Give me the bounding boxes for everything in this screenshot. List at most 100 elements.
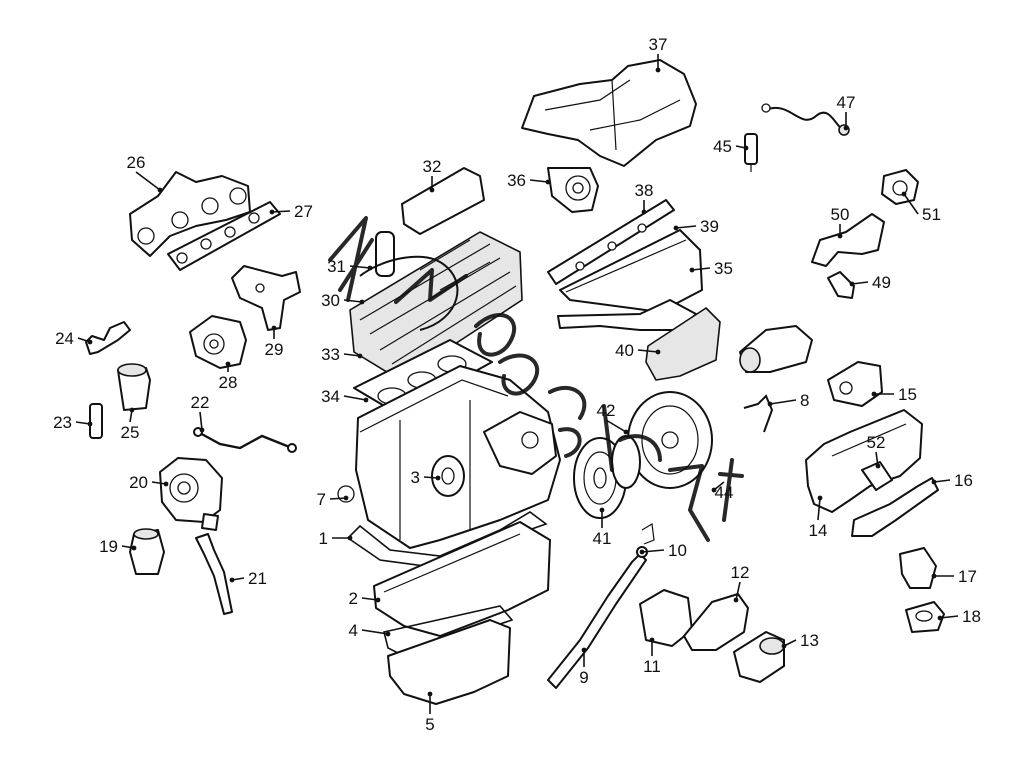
leader-dot-24 — [87, 339, 93, 345]
callout-label-14: 14 — [809, 521, 828, 540]
leader-dot-35 — [689, 267, 695, 273]
callout-label-3: 3 — [411, 468, 420, 487]
leader-dot-21 — [229, 577, 235, 583]
part-oil-cooler — [683, 593, 749, 651]
callout-label-20: 20 — [129, 473, 148, 492]
callout-label-10: 10 — [668, 541, 687, 560]
part-thermostat-housing — [881, 169, 919, 205]
part-water-pump — [189, 315, 247, 369]
leader-line-14 — [817, 497, 821, 521]
callout-label-11: 11 — [643, 657, 661, 676]
leader-dot-8 — [767, 401, 773, 407]
part-sensor-wire — [761, 103, 850, 136]
leader-dot-34 — [363, 397, 369, 403]
part-oil-pan-lower — [387, 619, 511, 705]
part-fuel-filter — [117, 363, 151, 411]
leader-dot-16 — [931, 479, 937, 485]
leader-line-18 — [939, 615, 959, 619]
callout-label-15: 15 — [898, 385, 917, 404]
callout-label-22: 22 — [191, 393, 210, 412]
leader-dot-42 — [623, 429, 629, 435]
leader-dot-27 — [269, 209, 275, 215]
callout-label-28: 28 — [219, 373, 238, 392]
part-injection-pump — [483, 411, 557, 475]
leader-dot-5 — [427, 691, 433, 697]
leader-dot-29 — [271, 325, 277, 331]
callout-label-8: 8 — [800, 391, 809, 410]
part-coolant-hose-upper — [811, 213, 885, 267]
leader-dot-1 — [347, 535, 353, 541]
leader-dot-39 — [673, 225, 679, 231]
callout-label-51: 51 — [922, 205, 941, 224]
leader-line-30 — [343, 299, 363, 303]
leader-dot-44 — [711, 487, 717, 493]
part-engine-bracket — [231, 265, 301, 331]
leader-dot-40 — [655, 349, 661, 355]
leader-dot-19 — [131, 545, 137, 551]
leader-dot-10 — [639, 549, 645, 555]
leader-dot-3 — [435, 475, 441, 481]
leader-line-2 — [361, 597, 379, 601]
leader-line-51 — [903, 193, 919, 215]
part-starter-motor — [739, 325, 813, 373]
part-engine-cover — [521, 59, 697, 167]
leader-dot-47 — [843, 125, 849, 131]
callout-label-50: 50 — [831, 205, 850, 224]
callout-label-52: 52 — [867, 433, 886, 452]
leader-dot-38 — [641, 209, 647, 215]
leader-dot-12 — [733, 597, 739, 603]
leader-dot-4 — [385, 631, 391, 637]
callout-label-49: 49 — [872, 273, 891, 292]
callout-labels: 1234578910111213141516171819202122232425… — [53, 35, 981, 734]
watermark — [328, 216, 744, 542]
callout-label-7: 7 — [317, 490, 326, 509]
leader-dot-45 — [743, 145, 749, 151]
callout-label-39: 39 — [700, 217, 719, 236]
callout-label-17: 17 — [958, 567, 977, 586]
leader-line-35 — [691, 267, 711, 271]
callout-label-1: 1 — [319, 529, 328, 548]
leader-dot-49 — [849, 281, 855, 287]
callout-label-45: 45 — [713, 137, 732, 156]
callout-label-38: 38 — [635, 181, 654, 200]
leader-line-40 — [637, 349, 659, 353]
leader-dot-31 — [367, 265, 373, 271]
callout-label-42: 42 — [597, 401, 616, 420]
callout-label-34: 34 — [321, 387, 340, 406]
leader-dot-13 — [781, 643, 787, 649]
part-oil-pan-upper — [373, 521, 551, 637]
callout-label-2: 2 — [349, 589, 358, 608]
callout-label-19: 19 — [99, 537, 118, 556]
callout-label-25: 25 — [121, 423, 140, 442]
leader-line-26 — [135, 171, 161, 191]
leader-dot-2 — [375, 597, 381, 603]
callout-label-32: 32 — [423, 157, 442, 176]
part-thermostat-cover — [899, 547, 937, 589]
leader-dot-50 — [837, 233, 843, 239]
callout-label-9: 9 — [579, 668, 588, 687]
part-coolant-valve — [827, 361, 883, 407]
leader-dot-36 — [545, 179, 551, 185]
part-valve-cover — [401, 167, 485, 235]
leader-dot-32 — [429, 187, 435, 193]
callout-label-30: 30 — [321, 291, 340, 310]
leader-dot-30 — [359, 299, 365, 305]
callout-label-37: 37 — [649, 35, 668, 54]
callout-label-47: 47 — [837, 93, 856, 112]
callout-label-44: 44 — [715, 483, 734, 502]
leader-line-12 — [735, 581, 741, 601]
callout-label-41: 41 — [593, 529, 612, 548]
leader-dot-41 — [599, 507, 605, 513]
part-coolant-hose-lower — [827, 271, 855, 299]
callout-label-27: 27 — [294, 202, 313, 221]
leader-dot-33 — [357, 353, 363, 359]
part-dipstick-tube — [195, 533, 233, 615]
leader-line-39 — [675, 225, 697, 229]
part-timing-belt — [359, 255, 459, 331]
leader-dot-26 — [157, 187, 163, 193]
part-dipstick — [547, 523, 655, 689]
callout-label-29: 29 — [265, 340, 284, 359]
leader-line-27 — [271, 210, 291, 213]
callout-label-31: 31 — [327, 257, 346, 276]
callout-label-33: 33 — [321, 345, 340, 364]
